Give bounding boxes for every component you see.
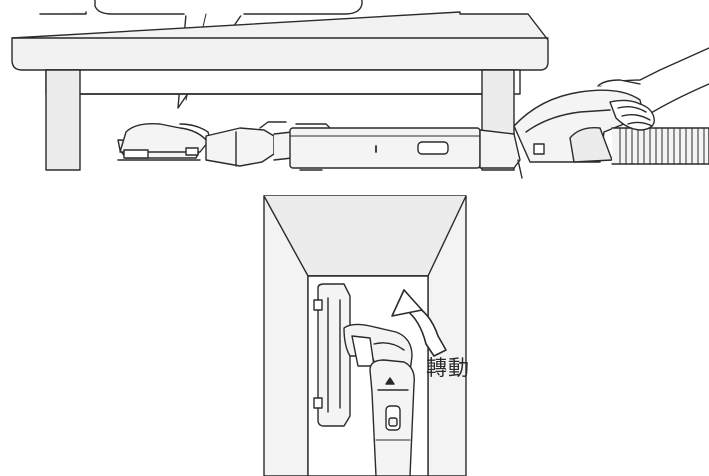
rotate-label: 轉動 [426,356,470,380]
vacuum-nozzle [118,124,212,160]
rotate-arrow-icon [392,290,446,356]
swivel-neck [344,324,412,372]
top-scene [12,0,709,178]
vacuum-wand [206,122,522,178]
corridor-wand [370,360,414,476]
rotated-nozzle [314,284,350,426]
bottom-scene [264,196,466,476]
vacuum-handle [514,90,709,164]
hand [598,48,709,130]
